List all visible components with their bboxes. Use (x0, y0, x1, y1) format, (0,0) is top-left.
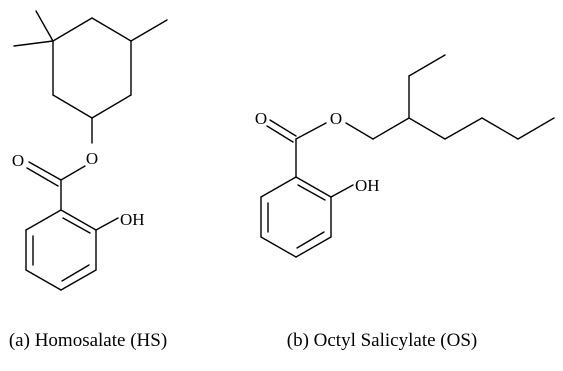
homosalate-structure: O O OH (a) Homosalate (HS) (9, 10, 168, 351)
os-hydroxyl-label: OH (355, 176, 380, 195)
carbonyl-double-bond (28, 161, 62, 181)
ring-bond (25, 269, 62, 291)
ring-bond (91, 94, 132, 119)
homosalate-cyclohexane-ring (52, 17, 132, 119)
oxygen-to-carbonyl-bond (60, 165, 86, 181)
homosalate-ester-oxygen-label: O (86, 149, 98, 168)
octyl-salicylate-structure: O O (255, 54, 555, 351)
carbonyl-double-bond (26, 167, 59, 187)
ring-bond (25, 209, 62, 231)
ring-bond (60, 269, 97, 291)
ring-bond (295, 236, 332, 258)
ring-bond (260, 176, 297, 198)
methyl-bond (130, 19, 168, 42)
hydroxyl-bond (95, 217, 119, 231)
homosalate-benzene-ring (25, 209, 97, 291)
aromatic-inner-bond (296, 231, 325, 249)
oxygen-to-chain-bond (345, 122, 374, 140)
octyl-salicylate-caption: (b) Octyl Salicylate (OS) (287, 330, 477, 351)
aromatic-inner-bond (61, 264, 90, 282)
chain-bond (408, 117, 446, 140)
carbonyl-double-bond (269, 119, 297, 137)
carbonyl-double-bond (266, 125, 294, 143)
homosalate-carbonyl-oxygen-label: O (12, 151, 24, 170)
ring-bond (260, 236, 297, 258)
aromatic-inner-bond (62, 217, 91, 234)
ethyl-branch-bond (408, 54, 446, 77)
chain-bond (517, 117, 555, 140)
chain-bond (372, 117, 410, 140)
os-ester-oxygen-label: O (330, 109, 342, 128)
chain-bond (444, 117, 483, 140)
ring-bond (52, 17, 93, 42)
os-carbonyl-oxygen-label: O (255, 109, 267, 128)
aromatic-inner-bond (297, 184, 326, 201)
ring-bond (295, 176, 332, 198)
chain-bond (481, 117, 519, 140)
hydroxyl-bond (330, 184, 354, 198)
homosalate-caption: (a) Homosalate (HS) (9, 330, 167, 351)
ring-bond (91, 17, 132, 42)
ring-bond (52, 94, 93, 119)
carbonyl-to-oxygen-bond (295, 122, 327, 140)
os-benzene-ring (260, 176, 332, 258)
ring-bond (60, 209, 97, 231)
methyl-bond (13, 40, 54, 47)
homosalate-hydroxyl-label: OH (120, 210, 145, 229)
methyl-bond (35, 10, 54, 42)
